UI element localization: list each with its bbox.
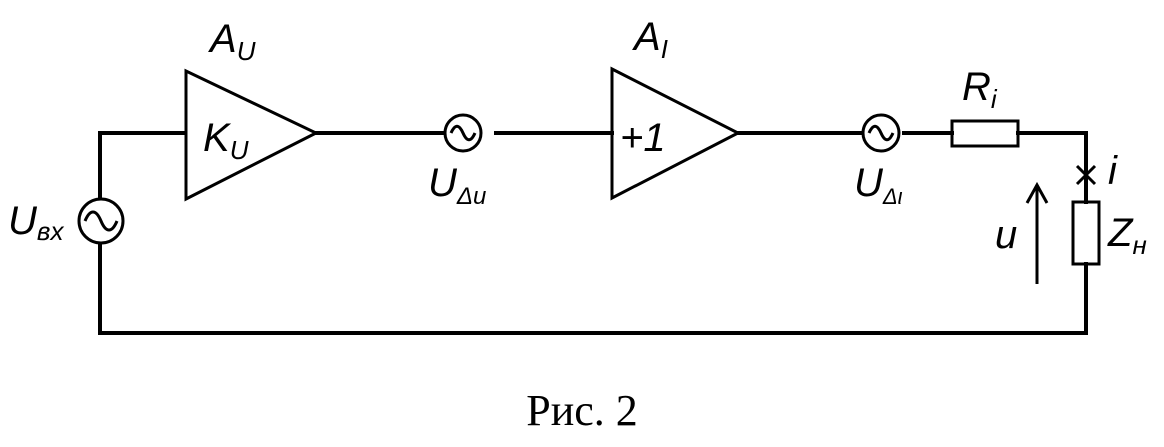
circuit-wires [98, 131, 1088, 335]
ac-source-delta-i-label: UΔι [854, 161, 903, 209]
ac-source-delta-u-icon [443, 113, 483, 153]
voltage-label: u [995, 213, 1017, 257]
resistor-ri-label: Ri [962, 65, 998, 114]
load-zn-label: Zн [1107, 211, 1147, 260]
ac-source-delta-i-icon [861, 113, 901, 153]
current-marker-icon [1075, 164, 1097, 186]
load-zn [1071, 200, 1101, 266]
amplifier-au-name-label: AU [208, 17, 256, 66]
amplifier-au-gain-label: KU [203, 116, 249, 165]
current-label: i [1108, 149, 1118, 193]
ac-source-input-icon [77, 197, 125, 245]
voltage-arrow-icon [1025, 181, 1049, 284]
ac-source-delta-u-label: UΔu [428, 161, 486, 210]
amplifier-au [184, 68, 320, 202]
figure-caption: Рис. 2 [526, 386, 638, 435]
resistor-ri [950, 119, 1020, 148]
amplifier-ai-name-label: AI [632, 15, 668, 64]
ac-source-input-label: Uвх [8, 199, 64, 246]
amplifier-ai [610, 66, 742, 201]
amplifier-ai-gain-label: +1 [620, 116, 666, 160]
